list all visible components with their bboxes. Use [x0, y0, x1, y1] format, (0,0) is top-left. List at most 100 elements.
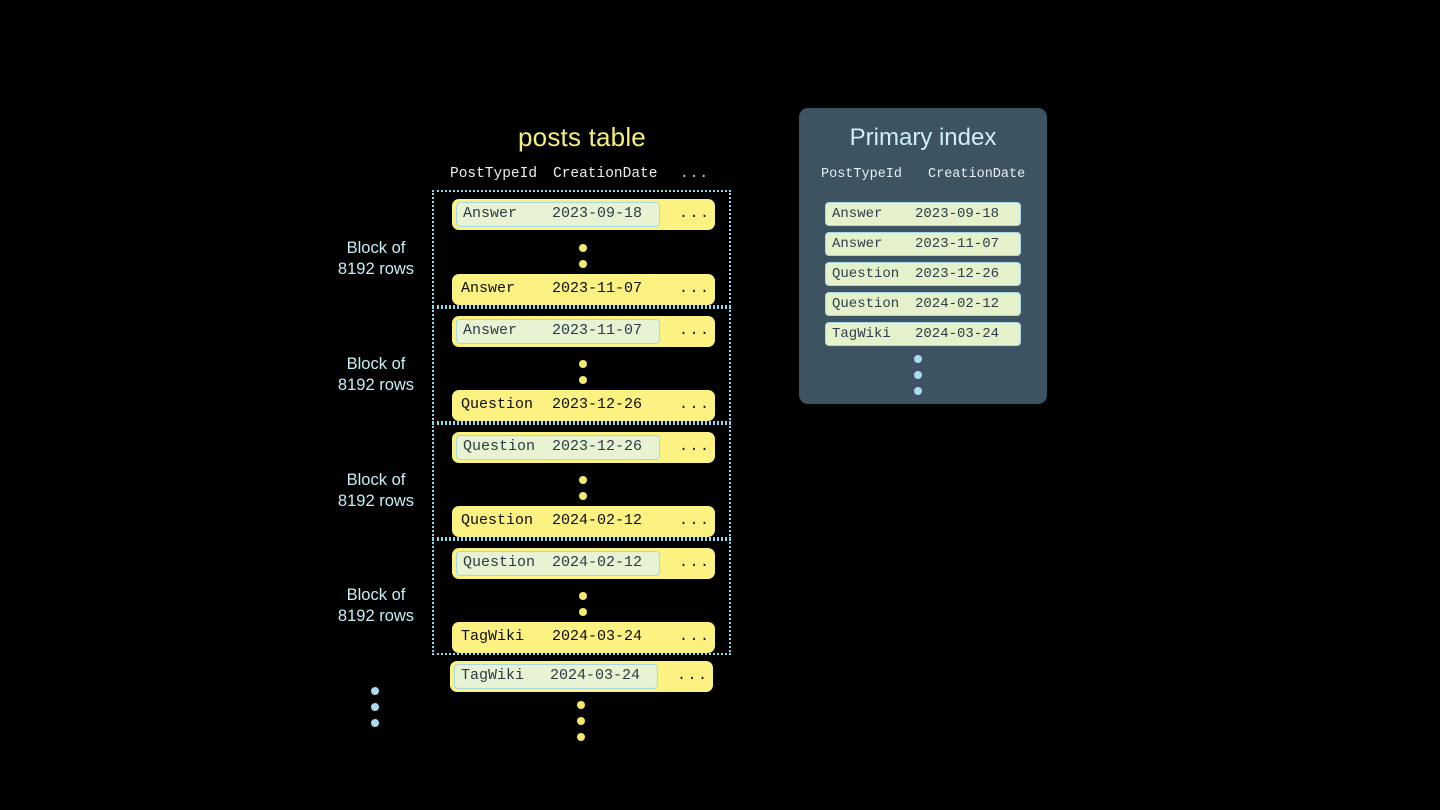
row-highlight-mark — [456, 319, 660, 344]
cell-ellipsis: ... — [679, 396, 711, 413]
dot — [371, 703, 379, 711]
block-label-4: Block of 8192 rows — [306, 585, 446, 627]
primary-index-title: Primary index — [849, 124, 997, 151]
cell-creationdate: 2023-12-26 — [915, 266, 1000, 282]
cell-ellipsis: ... — [679, 512, 711, 529]
block-label-line1: Block of — [346, 471, 406, 489]
block-3: Question 2023-12-26 ... Question 2024-02… — [432, 423, 731, 539]
index-row: Question 2024-02-12 — [825, 292, 1021, 316]
dot — [371, 719, 379, 727]
row-highlight-mark — [454, 664, 658, 689]
cell-creationdate: 2023-12-26 — [552, 438, 643, 455]
block-label-1: Block of 8192 rows — [306, 238, 446, 280]
cell-creationdate: 2023-09-18 — [915, 206, 1000, 222]
cell-posttypeid: Question — [832, 296, 900, 312]
dot — [579, 592, 587, 600]
block-label-line2: 8192 rows — [337, 607, 415, 625]
cell-posttypeid: Question — [461, 512, 534, 529]
block-label-2: Block of 8192 rows — [306, 354, 446, 396]
cell-posttypeid: Question — [463, 438, 536, 455]
cell-creationdate: 2024-03-24 — [915, 326, 1000, 342]
table-row: Question 2023-12-26 ... — [452, 390, 715, 421]
block-label-line2: 8192 rows — [337, 260, 415, 278]
table-row: Answer 2023-11-07 ... — [452, 274, 715, 305]
row-highlight-mark — [456, 202, 660, 227]
dot — [577, 701, 585, 709]
cell-posttypeid: Answer — [463, 322, 518, 339]
cell-creationdate: 2024-02-12 — [552, 554, 643, 571]
dot — [577, 717, 585, 725]
dot — [579, 492, 587, 500]
cell-ellipsis: ... — [679, 628, 711, 645]
block-label-line2: 8192 rows — [337, 492, 415, 510]
block-4: Question 2024-02-12 ... TagWiki 2024-03-… — [432, 539, 731, 655]
cell-posttypeid: Answer — [463, 205, 518, 222]
cell-posttypeid: TagWiki — [461, 667, 525, 684]
index-row: TagWiki 2024-03-24 — [825, 322, 1021, 346]
dot — [579, 360, 587, 368]
cell-posttypeid: Answer — [832, 236, 883, 252]
table-row: Answer 2023-11-07 ... — [452, 316, 715, 347]
cell-creationdate: 2023-09-18 — [552, 205, 643, 222]
primary-index-column-headers: PostTypeId CreationDate — [821, 167, 1031, 185]
cell-posttypeid: Answer — [832, 206, 883, 222]
index-row: Question 2023-12-26 — [825, 262, 1021, 286]
dot — [371, 687, 379, 695]
cell-ellipsis: ... — [677, 667, 709, 684]
posts-table-title: posts table — [518, 122, 646, 152]
block-1: Answer 2023-09-18 ... Answer 2023-11-07 … — [432, 190, 731, 307]
cell-posttypeid: Question — [461, 396, 534, 413]
dot — [579, 376, 587, 384]
posts-table-column-headers: PostTypeId CreationDate ... — [450, 166, 714, 186]
index-continuation-dots — [914, 355, 924, 395]
cell-creationdate: 2023-12-26 — [552, 396, 643, 413]
block-label-3: Block of 8192 rows — [306, 470, 446, 512]
table-row: Question 2024-02-12 ... — [452, 548, 715, 579]
cell-posttypeid: Question — [832, 266, 900, 282]
column-header-ellipsis: ... — [680, 166, 710, 182]
block-label-line1: Block of — [346, 586, 406, 604]
cell-creationdate: 2023-11-07 — [915, 236, 1000, 252]
index-row: Answer 2023-09-18 — [825, 202, 1021, 226]
cell-posttypeid: Question — [463, 554, 536, 571]
primary-index-panel: Primary index PostTypeId CreationDate An… — [799, 108, 1047, 404]
cell-creationdate: 2024-03-24 — [550, 667, 641, 684]
cell-ellipsis: ... — [679, 205, 711, 222]
cell-ellipsis: ... — [679, 322, 711, 339]
table-row-trailing: TagWiki 2024-03-24 ... — [450, 661, 713, 692]
dot — [579, 476, 587, 484]
cell-ellipsis: ... — [679, 438, 711, 455]
table-continuation-dots — [577, 701, 587, 741]
dot — [914, 387, 922, 395]
cell-creationdate: 2024-02-12 — [552, 512, 643, 529]
row-highlight-mark — [456, 551, 660, 576]
cell-posttypeid: TagWiki — [832, 326, 891, 342]
cell-creationdate: 2023-11-07 — [552, 280, 643, 297]
dot — [579, 244, 587, 252]
cell-creationdate: 2024-03-24 — [552, 628, 643, 645]
cell-creationdate: 2024-02-12 — [915, 296, 1000, 312]
cell-posttypeid: TagWiki — [461, 628, 525, 645]
dot — [577, 733, 585, 741]
column-header-posttypeid: PostTypeId — [821, 167, 903, 182]
block-label-line1: Block of — [346, 239, 406, 257]
row-highlight-mark — [456, 435, 660, 460]
table-row: Question 2024-02-12 ... — [452, 506, 715, 537]
cell-creationdate: 2023-11-07 — [552, 322, 643, 339]
cell-ellipsis: ... — [679, 554, 711, 571]
block-label-line2: 8192 rows — [337, 376, 415, 394]
dot — [579, 608, 587, 616]
block-continuation-dots — [371, 687, 381, 727]
index-row: Answer 2023-11-07 — [825, 232, 1021, 256]
column-header-posttypeid: PostTypeId — [450, 166, 538, 182]
table-row: Question 2023-12-26 ... — [452, 432, 715, 463]
block-2: Answer 2023-11-07 ... Question 2023-12-2… — [432, 307, 731, 423]
cell-posttypeid: Answer — [461, 280, 516, 297]
block-label-line1: Block of — [346, 355, 406, 373]
dot — [914, 355, 922, 363]
table-row: TagWiki 2024-03-24 ... — [452, 622, 715, 653]
column-header-creationdate: CreationDate — [553, 166, 658, 182]
dot — [579, 260, 587, 268]
column-header-creationdate: CreationDate — [928, 167, 1026, 182]
